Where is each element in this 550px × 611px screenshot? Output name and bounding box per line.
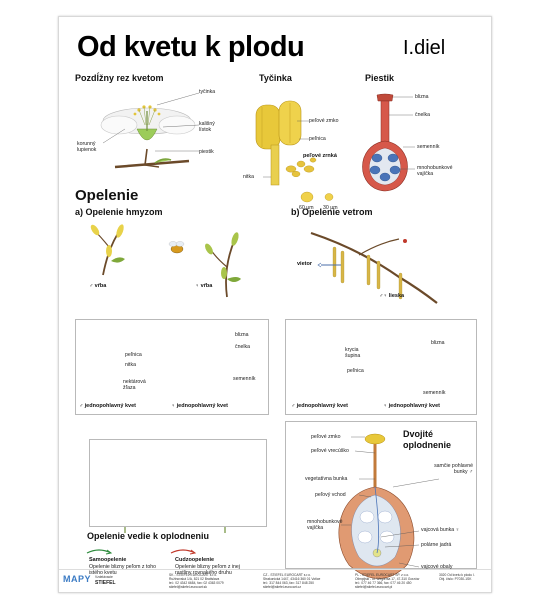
part-label: I.diel	[403, 37, 446, 59]
label-insect-pelnica: peľnica	[125, 352, 142, 358]
label-insect-blizna: blizna	[235, 332, 249, 338]
double-fertilization-illustration	[338, 433, 440, 579]
label-wind-female-flower: ♀ jednopohlavný kvet	[383, 403, 441, 409]
footer-product: 3020 Od kvetu k plodu I.Obj. číslo: P703…	[439, 573, 475, 581]
label-nitka: nitka	[243, 174, 254, 180]
section-title-cross-section: Pozdĺžny rez kvetom	[75, 73, 164, 83]
footer-logo: MAPY	[63, 574, 92, 584]
label-cnelka: čnelka	[415, 112, 430, 118]
flower-cross-section-illustration	[100, 92, 200, 169]
footer-sk: SK - STIEFEL EUROCART s.r.o.Ružinovská 1…	[169, 573, 224, 589]
label-blizna: blizna	[415, 94, 429, 100]
pistil-illustration	[362, 93, 415, 192]
label-double-pelove-zmko: peľové zmko	[311, 434, 341, 440]
footer-cz: CZ - STIEFEL EUROCART s.r.o.Strakonická …	[263, 573, 321, 589]
double-fertilization-box	[285, 421, 477, 569]
label-semennik: semenník	[417, 144, 440, 150]
label-double-vajcova: vajcová bunka ♀	[421, 527, 460, 533]
footer-pl: PL - STIEFEL EUROCART SP. z o.o.Olimpijs…	[355, 573, 420, 589]
label-insect-nektarova: nektárová žľaza	[123, 379, 146, 391]
label-insect-semennik: semenník	[233, 376, 256, 382]
label-vietor: vietor	[297, 261, 312, 267]
label-double-mnohobunkove: mnohobunkové vajíčka	[307, 519, 343, 531]
poster: Od kvetu k plodu I.diel Pozdĺžny rez kve…	[58, 16, 492, 593]
hazel-branch-illustration	[310, 231, 438, 304]
section-title-double: Dvojité oplodnenie	[403, 429, 451, 450]
label-female-willow: ♀ vŕba	[195, 283, 213, 289]
page-title: Od kvetu k plodu	[77, 31, 305, 63]
footer-brand2: STIEFEL	[95, 580, 116, 586]
label-kalisny: kališný lístok	[199, 121, 215, 133]
label-mnohobunkove: mnohobunkové vajíčka	[417, 165, 453, 177]
label-insect-cnelka: čnelka	[235, 344, 250, 350]
label-tycinka: tyčinka	[199, 89, 216, 95]
label-double-pelovy-vchod: peľový vchod	[315, 492, 346, 498]
label-wind-semennik: semenník	[423, 390, 446, 396]
stamen-illustration	[255, 100, 334, 203]
label-double-samcie: samčie pohlavné bunky ♂	[434, 463, 473, 475]
label-piestik: piestik	[199, 149, 214, 155]
self-cross-box	[89, 439, 267, 527]
label-insect-male-flower: ♂ jednopohlavný kvet	[79, 403, 137, 409]
wind-flower-box	[285, 319, 477, 415]
insect-flower-box	[75, 319, 269, 415]
label-size-60: 60 µm	[299, 205, 314, 211]
legend-self-title: Samoopelenie	[89, 557, 127, 563]
label-korunny: korunný lupienok	[77, 141, 97, 153]
section-title-pollination: Opelenie	[75, 187, 139, 204]
subsection-insect: a) Opelenie hmyzom	[75, 207, 163, 217]
label-lieska: ♂♀ lieska	[379, 293, 405, 299]
section-title-stamen: Tyčinka	[259, 73, 292, 83]
label-pelove-zrnka: peľové zrnká	[303, 153, 337, 159]
label-double-pelove-vrecusko: peľové vrecúško	[311, 448, 349, 454]
label-male-willow: ♂ vŕba	[89, 283, 107, 289]
label-pelnica: peľnica	[309, 136, 326, 142]
section-title-pistil: Piestik	[365, 73, 395, 83]
label-insect-nitka: nitka	[125, 362, 136, 368]
footer: MAPY Vzdelávacie STIEFEL SK - STIEFEL EU…	[59, 569, 491, 592]
subsection-wind: b) Opelenie vetrom	[291, 207, 373, 217]
section-title-leads-to: Opelenie vedie k oplodneniu	[87, 531, 210, 541]
label-pelove-zmko: peľové zmko	[309, 118, 339, 124]
willow-branches-illustration	[90, 224, 241, 298]
legend-cross-title: Cudzoopelenie	[175, 557, 215, 563]
legend-self-desc: Opelenie blizny peľom z toho istého kvet…	[89, 564, 156, 576]
label-wind-pelnica: peľnica	[347, 368, 364, 374]
label-double-vajcove-obaly: vajcové obaly	[421, 564, 453, 570]
label-double-polarne: polárne jadrá	[421, 542, 452, 548]
label-size-30: 30 µm	[323, 205, 338, 211]
legend-cross-desc: Opelenie blizny peľom z inej rastliny ro…	[175, 564, 240, 576]
label-wind-krycia: krycia šupina	[345, 347, 361, 359]
label-insect-female-flower: ♀ jednopohlavný kvet	[171, 403, 229, 409]
label-double-vegetativna: vegetatívna bunka	[305, 476, 348, 482]
label-wind-male-flower: ♂ jednopohlavný kvet	[291, 403, 349, 409]
label-wind-blizna: blizna	[431, 340, 445, 346]
footer-brand1: Vzdelávacie	[95, 575, 113, 579]
